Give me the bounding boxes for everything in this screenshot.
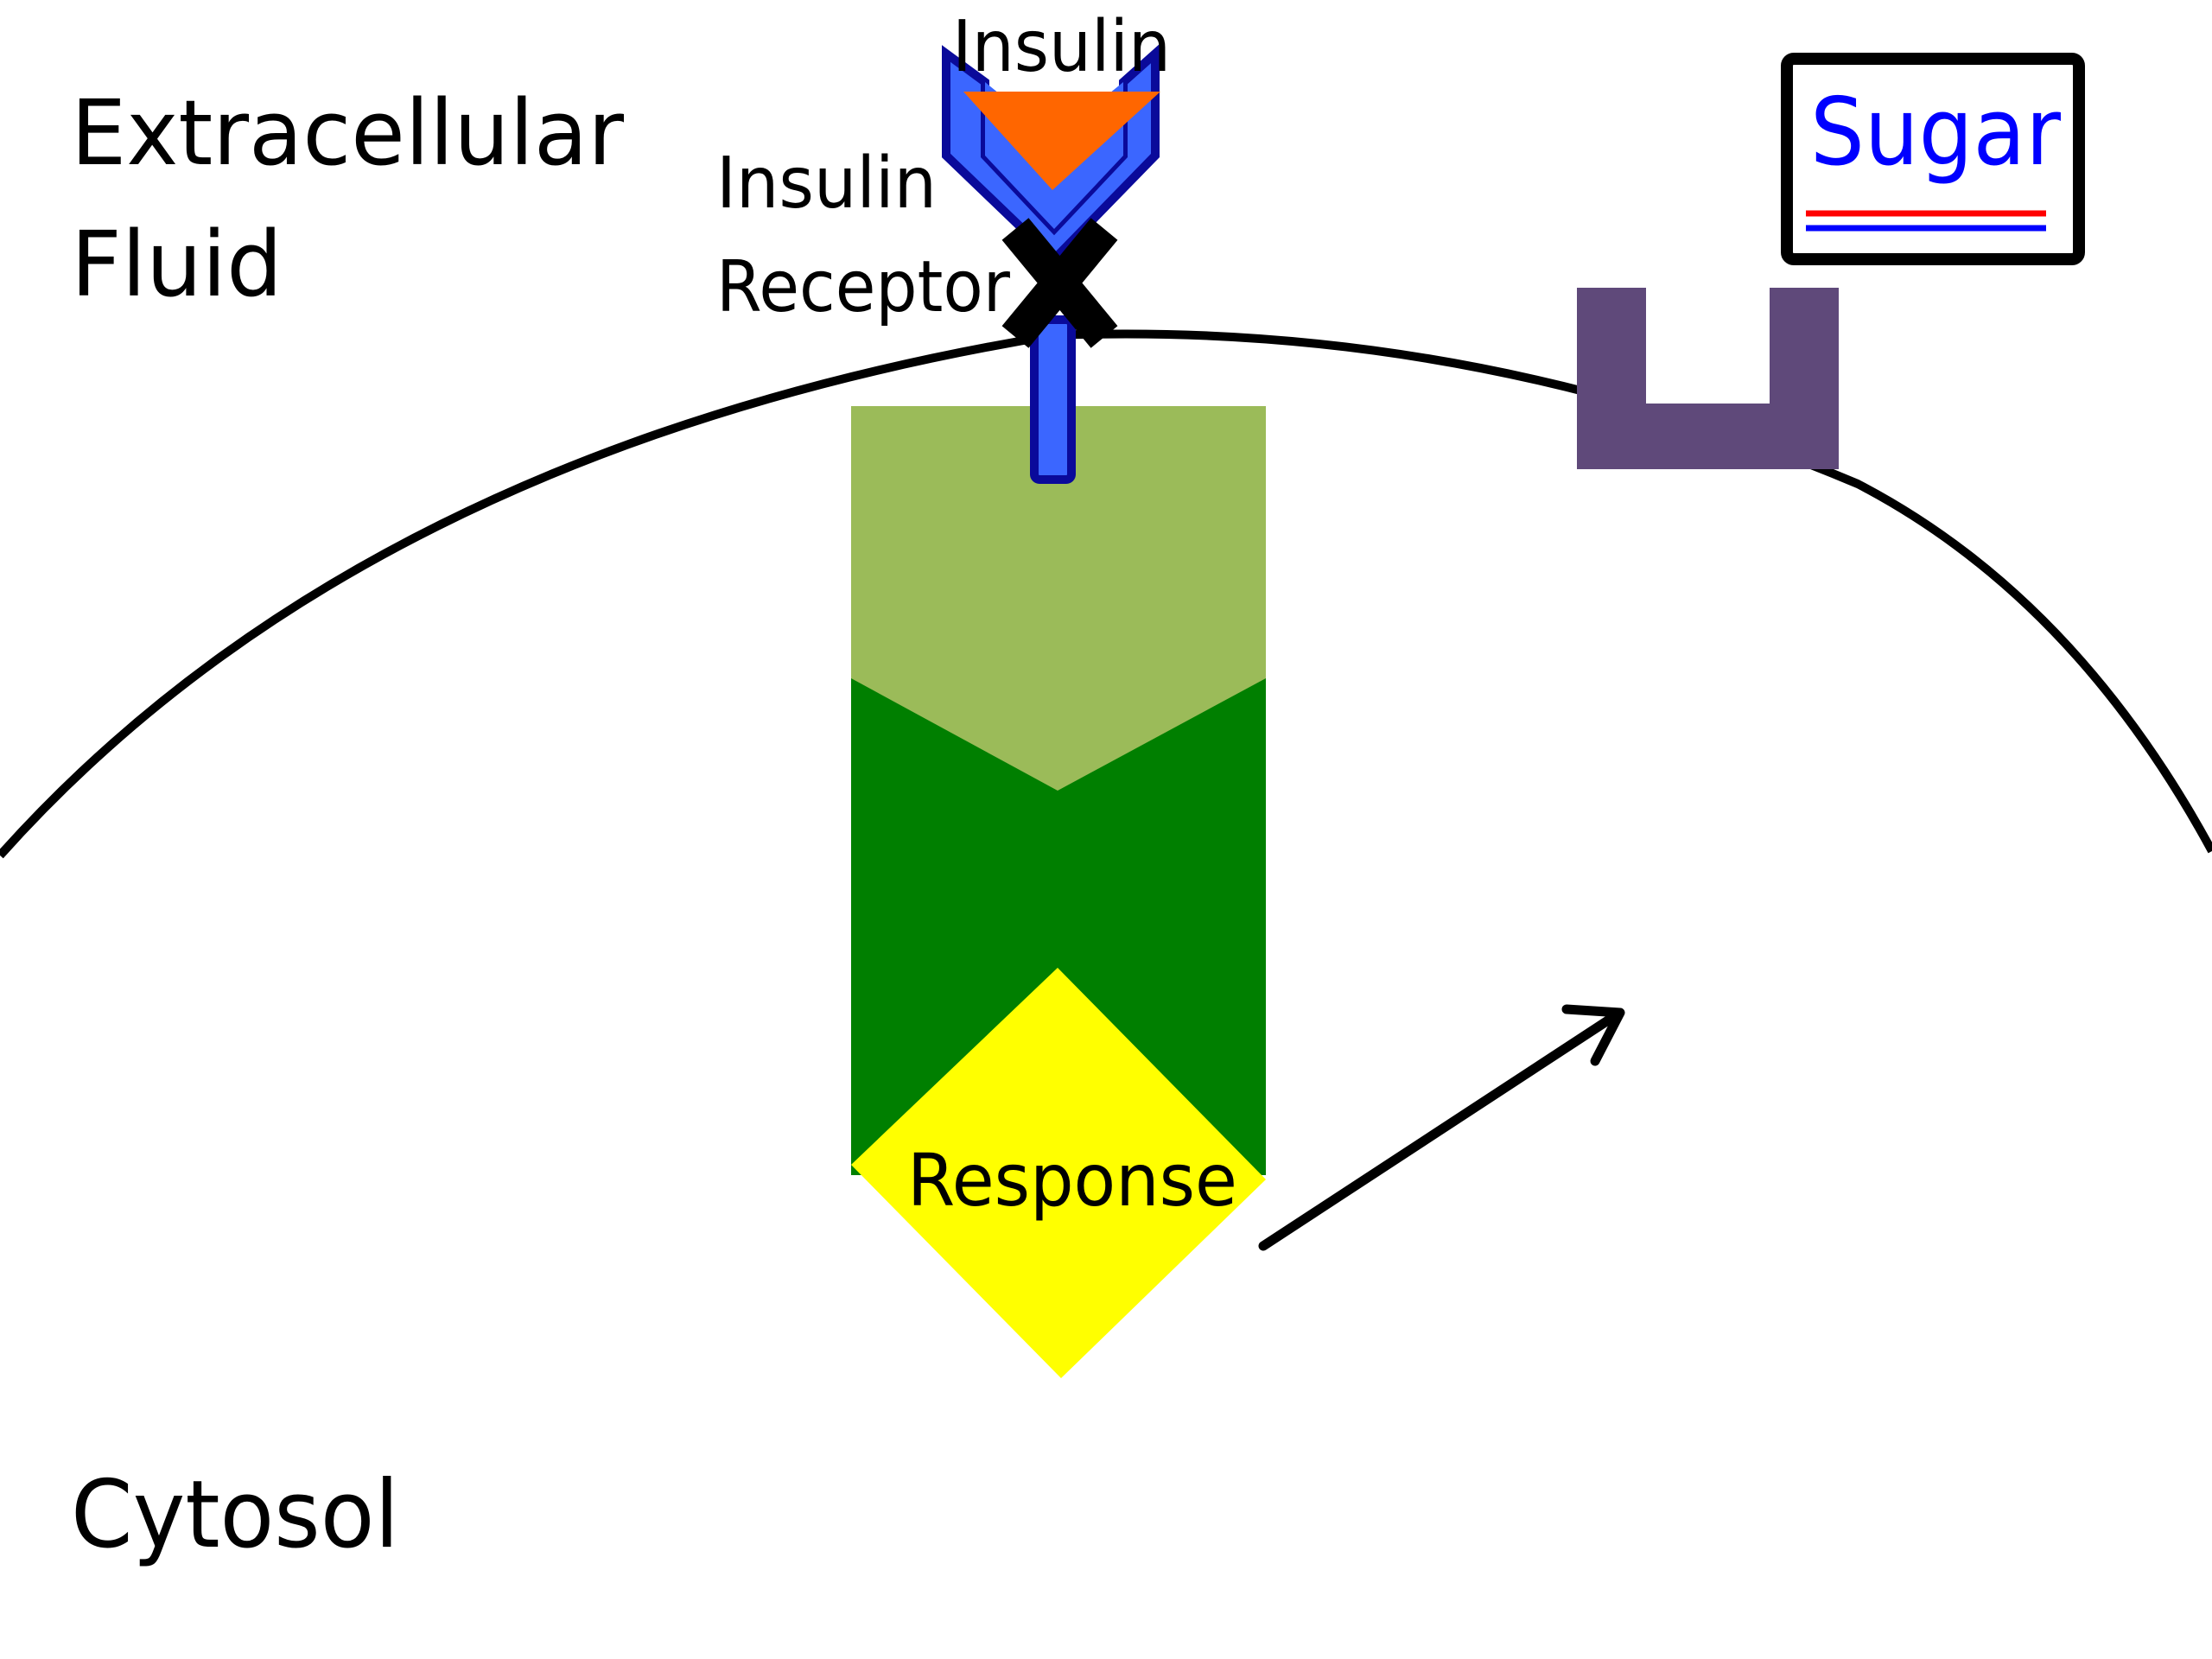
extracellular-label-line2: Fluid bbox=[71, 212, 283, 317]
extracellular-label-line1: Extracellular bbox=[71, 80, 624, 186]
sugar-box: Sugar bbox=[1781, 53, 2085, 265]
pathway-upper-chevron bbox=[851, 406, 1266, 791]
arrow-up-right-icon bbox=[1258, 1004, 1625, 1251]
x-mark-icon bbox=[1001, 218, 1118, 348]
glucose-transporter bbox=[1577, 288, 1839, 469]
response-label: Response bbox=[907, 1138, 1237, 1223]
insulin-label: Insulin bbox=[952, 6, 1171, 88]
signal-pathway bbox=[851, 406, 1266, 1378]
cytosol-label: Cytosol bbox=[71, 1461, 399, 1569]
response-diamond bbox=[851, 968, 1266, 1378]
cell-membrane bbox=[0, 329, 2212, 859]
receptor-stem bbox=[1030, 315, 1076, 484]
insulin-molecule bbox=[963, 92, 1160, 190]
receptor-label-line2: Receptor bbox=[716, 246, 1010, 328]
receptor-label-line1: Insulin bbox=[716, 143, 937, 225]
sugar-label: Sugar bbox=[1810, 79, 2062, 187]
